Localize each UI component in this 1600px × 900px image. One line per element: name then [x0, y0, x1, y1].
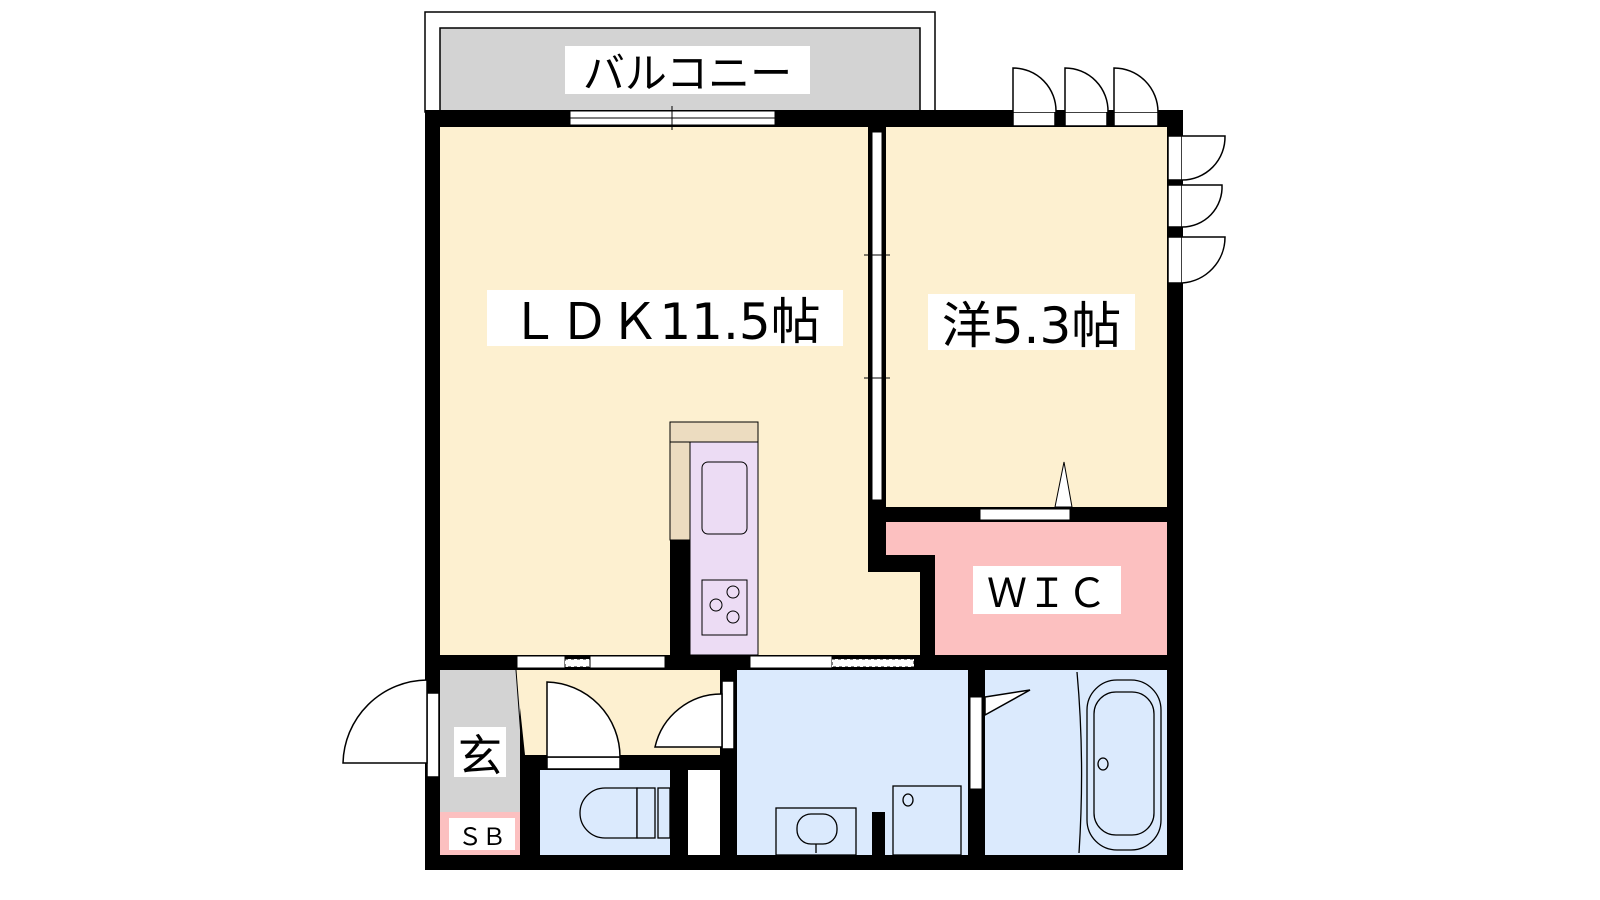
washroom-door: [654, 680, 735, 750]
door-arrow: [1054, 461, 1073, 508]
window-casements: [1012, 67, 1226, 284]
bath-door: [969, 689, 1031, 790]
bathtub-icon: [1076, 671, 1162, 854]
western-room-label: 洋5.3帖: [928, 294, 1135, 355]
sink-icon: [701, 461, 748, 535]
kitchen: [669, 421, 759, 656]
sliding-doors: [516, 655, 915, 669]
stove-icon: [701, 579, 748, 636]
washbasin-icon: [775, 807, 857, 856]
entrance-label: 玄: [454, 727, 506, 782]
entrance-door: [342, 679, 440, 778]
toilet-icon: [579, 787, 671, 839]
storage: [688, 770, 720, 855]
balcony-label: バルコニー: [565, 46, 810, 98]
sliding-door: [871, 131, 883, 501]
toilet-door: [546, 681, 621, 770]
wic-door: [979, 508, 1071, 521]
washing-machine-icon: [892, 785, 962, 856]
shoe-box-label: ＳＢ: [449, 818, 515, 851]
ldk-label: ＬＤＫ11.5帖: [487, 290, 843, 351]
wic-label: ＷＩＣ: [973, 566, 1121, 617]
